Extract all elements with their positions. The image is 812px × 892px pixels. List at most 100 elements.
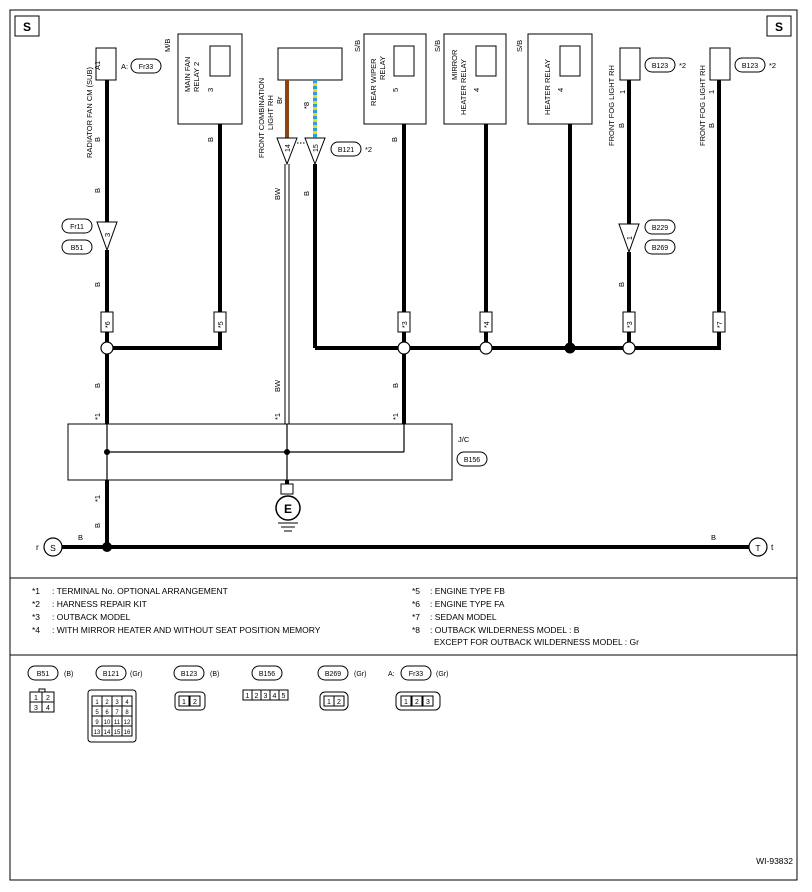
b121-badge (330, 141, 362, 157)
fog-light-1-pin: 1 (618, 90, 627, 94)
note-star5: *5 (218, 321, 225, 328)
heater-relay-pin: 4 (556, 88, 565, 92)
note-star1-a: *1 (93, 413, 102, 420)
b229-badge (644, 219, 676, 235)
cv-b156-pin: 2 (255, 693, 259, 700)
b121-badge-label: B121 (338, 147, 354, 154)
jc-label: J/C (458, 435, 470, 444)
legend-key-3: *3 (32, 612, 40, 622)
cv-fr33-cell-1 (400, 695, 412, 707)
splice-node-mirror (479, 341, 493, 355)
cv-b269-cell-2 (333, 695, 345, 707)
wire-label-star8: *8 (302, 102, 311, 109)
cv-b123-cell-1 (178, 695, 190, 707)
cv-fr33-id: Fr33 (409, 671, 424, 678)
cv-fr33-p2: 2 (415, 699, 419, 706)
b269-badge (644, 239, 676, 255)
cv-b156-badge (251, 665, 283, 681)
cv-b123-p1: 1 (182, 699, 186, 706)
cv-b269-color: (Gr) (354, 671, 366, 678)
legend-key-2: *2 (32, 599, 40, 609)
heater-relay-terminal (559, 45, 581, 77)
cv-b121-pin: 8 (125, 710, 129, 716)
cv-b121-pin: 14 (104, 730, 111, 736)
jc-node-1 (104, 449, 110, 455)
ground-terminal (280, 483, 294, 495)
splice-node-rear-wiper (397, 341, 411, 355)
fog-light-2-box (709, 47, 731, 81)
cv-b51-p2: 2 (46, 695, 50, 702)
b229-pin: 1 (627, 236, 634, 240)
splice-node-fog (622, 341, 636, 355)
legend-key-7: *7 (412, 612, 420, 622)
connector-triangle-14 (276, 137, 298, 166)
cv-b121-pin: 3 (115, 700, 119, 706)
cv-b123-id: B123 (181, 671, 197, 678)
wire-label-b-1: B (93, 137, 102, 142)
b123-badge-1-label: B123 (652, 63, 668, 70)
fog-light-1-label: FRONT FOG LIGHT RH (607, 65, 616, 146)
legend-key-8: *8 (412, 625, 420, 635)
cv-b269-id: B269 (325, 671, 341, 678)
cv-b123-cell-2 (189, 695, 201, 707)
wire-label-br: Br (275, 96, 284, 104)
legend-text-3: : OUTBACK MODEL (52, 612, 131, 622)
cv-b51-p1: 1 (34, 695, 38, 702)
cv-fr33-cell-3 (422, 695, 434, 707)
front-comb-light-name-2: LIGHT RH (266, 95, 275, 130)
cv-b51-color: (B) (64, 671, 73, 678)
cv-b121-color: (Gr) (130, 671, 142, 678)
legend-key-4: *4 (32, 625, 40, 635)
b123-note-1: *2 (679, 61, 686, 70)
b121-note: *2 (365, 145, 372, 154)
fr33-prefix: A: (121, 62, 128, 71)
cv-b51-badge (27, 665, 59, 681)
legend-key-5: *5 (412, 586, 420, 596)
rear-wiper-group: S/B (353, 40, 362, 52)
mirror-heater-name-2: HEATER RELAY (459, 59, 468, 115)
cv-b121-pin: 12 (124, 720, 131, 726)
connector-circle-t-label: T (755, 543, 760, 553)
legend-key-6: *6 (412, 599, 420, 609)
wire-label-b-12: B (93, 523, 102, 528)
note-star4: *4 (484, 321, 491, 328)
b156-badge (456, 451, 488, 467)
cv-b156-cell (278, 689, 289, 701)
splice-node-left (100, 341, 114, 355)
wire-label-b-6: B (390, 137, 399, 142)
main-fan-relay-name-2: RELAY 2 (192, 62, 201, 92)
wire-label-b-9: B (707, 123, 716, 128)
note-star3-a: *3 (402, 321, 409, 328)
diagram-frame (9, 9, 798, 881)
right-end-side: t (771, 542, 774, 552)
note-star7: *7 (717, 321, 724, 328)
cv-b121-pin: 4 (125, 700, 129, 706)
connector-circle-t (748, 537, 768, 557)
wire-label-b-5: B (302, 191, 311, 196)
connector-view-b123: B123 (B) 1 2 (173, 665, 219, 711)
jc-node-2 (284, 449, 290, 455)
splice-node-bottom (102, 542, 112, 552)
cv-b156-id: B156 (259, 671, 275, 678)
cv-b121-pin: 10 (104, 720, 111, 726)
pin-15: 15 (313, 144, 320, 152)
cv-fr33-badge (400, 665, 432, 681)
cv-b121-pin: 1 (95, 700, 99, 706)
main-fan-relay-terminal (209, 45, 231, 77)
ground-label: E (284, 502, 292, 516)
cv-b269-badge (317, 665, 349, 681)
front-comb-light-box (277, 47, 343, 81)
connector-triangle-15 (304, 137, 326, 166)
note-star6: *6 (105, 321, 112, 328)
note-star1-b: *1 (273, 413, 282, 420)
legend-key-1: *1 (32, 586, 40, 596)
b123-badge-2-label: B123 (742, 63, 758, 70)
cv-b51-p3: 3 (34, 705, 38, 712)
cv-b156-pin: 1 (246, 693, 250, 700)
note-star3-b: *3 (627, 321, 634, 328)
mirror-heater-pin: 4 (472, 88, 481, 92)
main-fan-relay-group: M/B (163, 39, 172, 52)
